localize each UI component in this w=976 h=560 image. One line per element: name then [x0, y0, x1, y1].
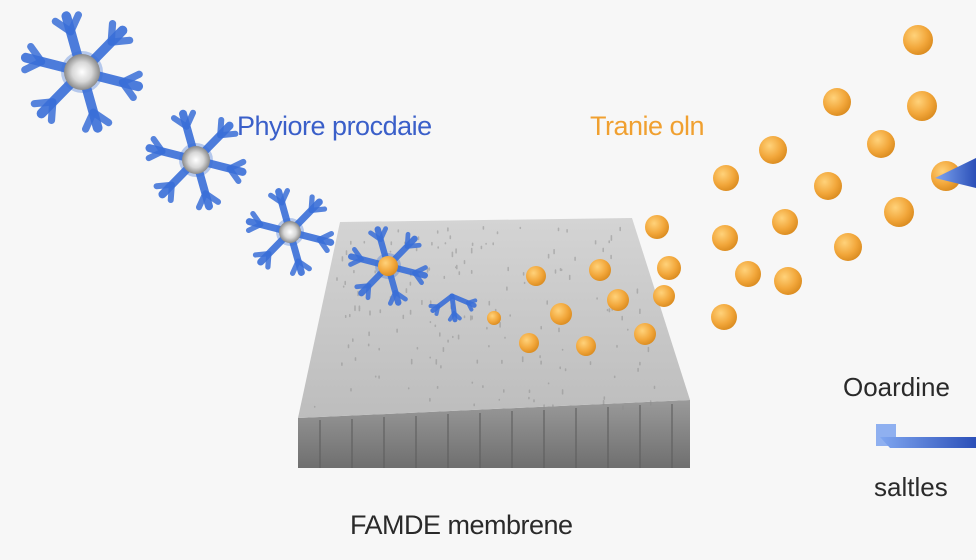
label-membrane: FAMDE membrene [350, 510, 573, 540]
snowflake-molecule-icon [20, 11, 144, 133]
orange-particle-icon [519, 333, 539, 353]
snowflake-molecules [20, 11, 478, 323]
snowflake-molecule-icon [348, 226, 428, 306]
orange-particle-icon [653, 285, 675, 307]
orange-particles [487, 25, 961, 356]
membrane-side [298, 400, 690, 468]
snowflake-molecule-icon [245, 188, 335, 276]
orange-particle-icon [607, 289, 629, 311]
label-side-bottom: saltles [874, 472, 948, 502]
snowflake-molecule-icon [145, 109, 247, 211]
snowflake-molecule-icon [428, 293, 478, 323]
orange-particle-icon [713, 165, 739, 191]
orange-particle-icon [712, 225, 738, 251]
arrow-icon [876, 158, 976, 448]
orange-particle-icon [772, 209, 798, 235]
orange-particle-icon [550, 303, 572, 325]
orange-particle-icon [814, 172, 842, 200]
orange-particle-icon [657, 256, 681, 280]
orange-particle-icon [576, 336, 596, 356]
orange-particle-icon [711, 304, 737, 330]
label-left: Phyiore procdaie [237, 111, 432, 141]
orange-particle-icon [907, 91, 937, 121]
orange-particle-icon [526, 266, 546, 286]
orange-particle-icon [589, 259, 611, 281]
membrane-side-ribs [319, 404, 673, 468]
orange-particle-icon [487, 311, 501, 325]
orange-particle-icon [634, 323, 656, 345]
orange-particle-icon [903, 25, 933, 55]
label-side-top: Ooardine [843, 372, 950, 402]
orange-particle-icon [774, 267, 802, 295]
orange-particle-icon [867, 130, 895, 158]
orange-particle-icon [834, 233, 862, 261]
orange-particle-icon [645, 215, 669, 239]
orange-particle-icon [735, 261, 761, 287]
label-right: Tranie oln [590, 111, 705, 141]
orange-particle-icon [884, 197, 914, 227]
orange-particle-icon [823, 88, 851, 116]
orange-particle-icon [759, 136, 787, 164]
